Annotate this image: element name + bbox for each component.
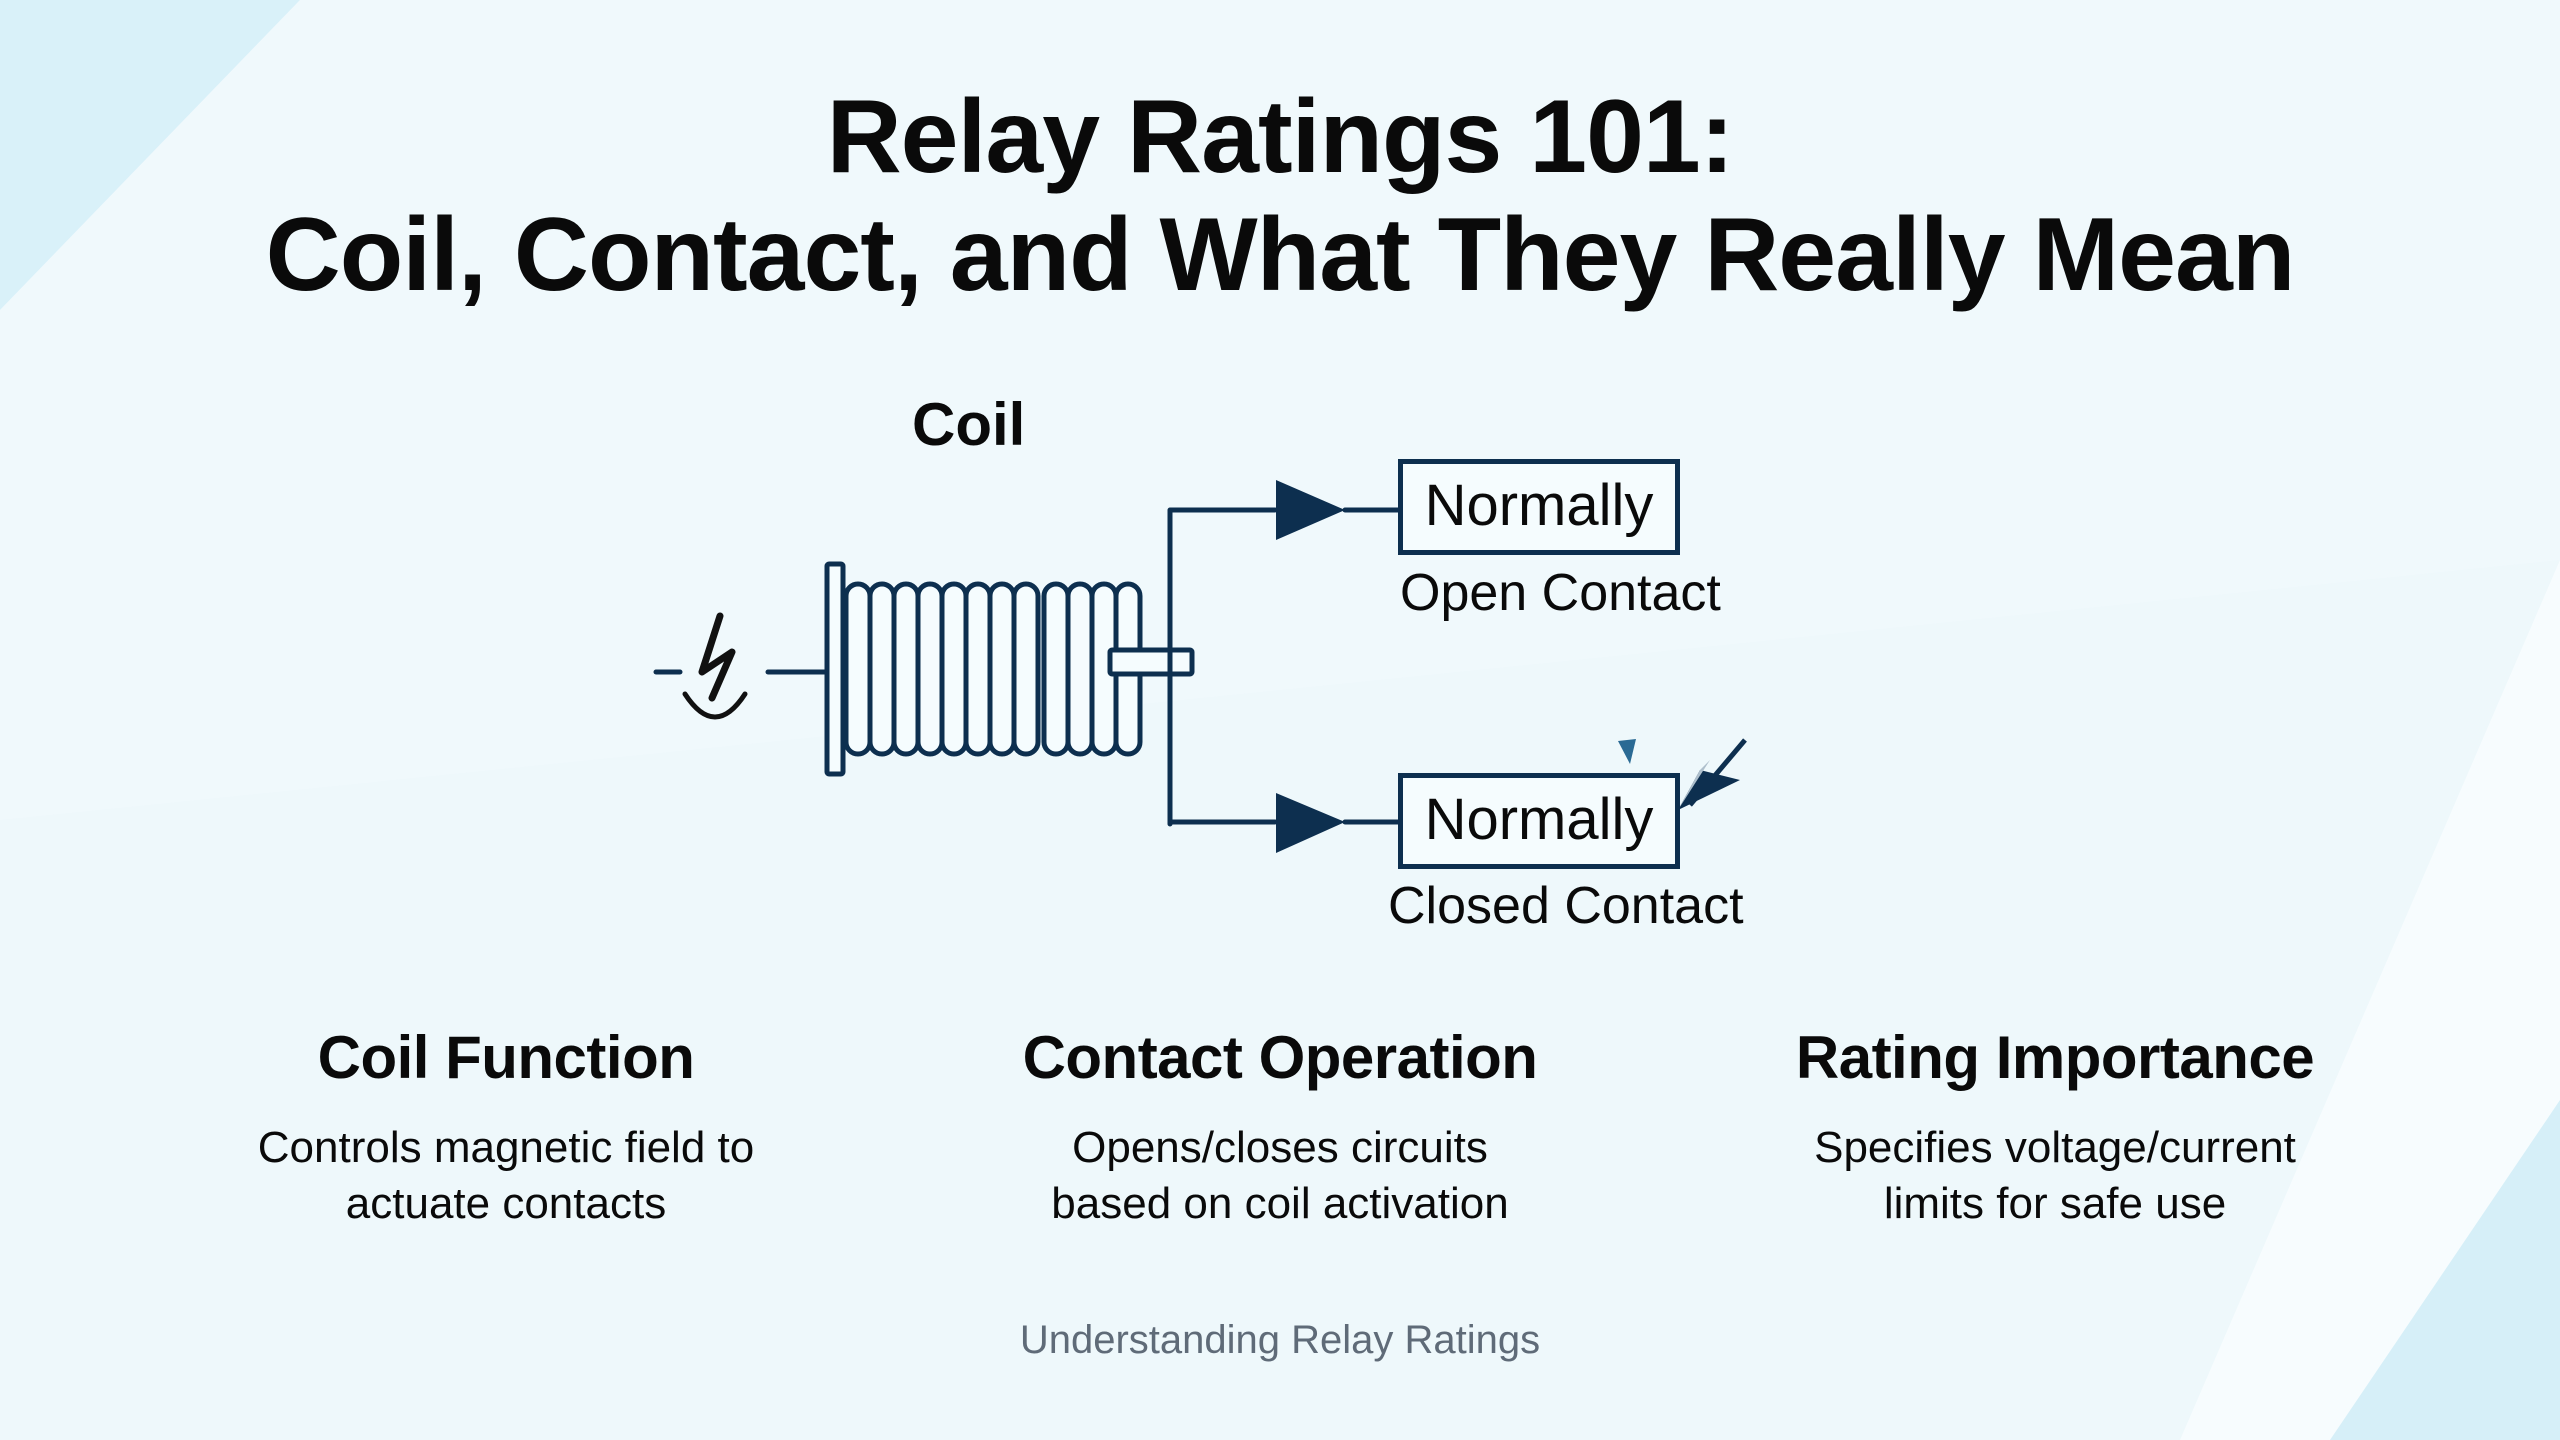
normally-closed-label: Closed Contact <box>1388 877 1744 935</box>
bg-shape-top-light <box>0 0 2560 820</box>
coil-label: Coil <box>912 391 1026 458</box>
section-description: Opens/closes circuits based on coil activ… <box>900 1120 1660 1232</box>
section-heading: Rating Importance <box>1795 1024 2315 1091</box>
section-description: Controls magnetic field to actuate contac… <box>126 1120 886 1232</box>
contact-operation-section: Contact Operation Opens/closes circuits b… <box>900 1018 1660 1232</box>
section-heading: Coil Function <box>317 1024 695 1091</box>
description-line: Controls magnetic field to <box>257 1123 755 1172</box>
page-title: Relay Ratings 101: Coil, Contact, and Wh… <box>0 78 2560 314</box>
description-line: Specifies voltage/current <box>1814 1123 2296 1172</box>
small-arrow-icon <box>1618 739 1636 764</box>
rating-importance-section: Rating Importance Specifies voltage/curr… <box>1675 1018 2435 1232</box>
description-line: based on coil activation <box>1051 1179 1509 1228</box>
description-line: actuate contacts <box>345 1179 667 1228</box>
coil-armature <box>1107 647 1195 677</box>
branch-wire <box>1167 507 1278 827</box>
arrow-to-open-icon <box>1276 480 1345 540</box>
section-description: Specifies voltage/current limits for safe… <box>1675 1120 2435 1232</box>
bg-shape-right-white <box>2180 560 2560 1440</box>
normally-open-box: Normally <box>1398 459 1680 555</box>
coil-function-section: Coil Function Controls magnetic field to… <box>126 1018 886 1232</box>
arrow-to-closed-icon <box>1276 793 1345 853</box>
description-line: limits for safe use <box>1883 1179 2227 1228</box>
description-line: Opens/closes circuits <box>1072 1123 1488 1172</box>
coil-core-plate <box>824 561 846 777</box>
footer-caption: Understanding Relay Ratings <box>1019 1318 1541 1362</box>
power-source-icon <box>653 612 829 720</box>
section-heading: Contact Operation <box>1022 1024 1538 1091</box>
title-line-1: Relay Ratings 101: <box>826 79 1735 195</box>
normally-closed-box: Normally <box>1398 773 1680 869</box>
pointer-arrow-icon <box>1678 738 1747 810</box>
coil-windings <box>843 581 1143 757</box>
title-line-2: Coil, Contact, and What They Really Mean <box>265 197 2296 313</box>
bg-shape-bottom-right <box>2330 1100 2560 1440</box>
normally-open-label: Open Contact <box>1400 564 1721 622</box>
